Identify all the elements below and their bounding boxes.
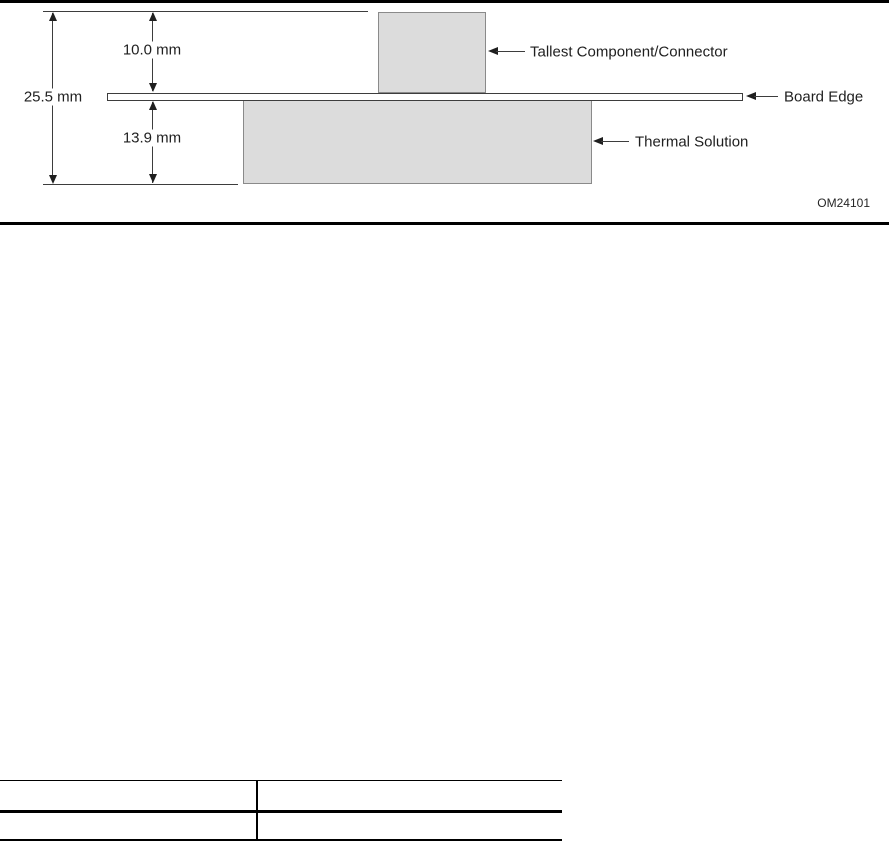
arrow-left-icon — [593, 137, 603, 145]
arrowhead-down-icon — [149, 174, 157, 183]
section-separator-rule — [0, 222, 889, 225]
thermal-clearance-diagram: 25.5 mm 10.0 mm 13.9 mm Tallest Componen… — [0, 0, 889, 230]
arrow-left-icon — [488, 47, 498, 55]
figure-code: OM24101 — [817, 196, 870, 210]
arrowhead-down-icon — [149, 83, 157, 92]
arrowhead-up-icon — [149, 12, 157, 21]
table-row-border — [0, 839, 562, 841]
arrowhead-up-icon — [149, 101, 157, 110]
dim-label-overall: 25.5 mm — [20, 88, 86, 106]
top-rule — [0, 0, 889, 3]
callout-thermal-label: Thermal Solution — [635, 133, 749, 151]
bottom-reference-line — [43, 184, 238, 185]
arrow-left-icon — [746, 92, 756, 100]
callout-board-edge-label: Board Edge — [784, 88, 864, 106]
callout-line-thermal — [601, 141, 629, 142]
callout-line-board-edge — [754, 96, 778, 97]
table-top-border — [0, 780, 562, 781]
table-header-rule — [0, 810, 562, 813]
arrowhead-up-icon — [49, 12, 57, 21]
table-column-divider — [256, 780, 258, 841]
callout-line-tallest — [496, 51, 525, 52]
dim-label-above-board: 10.0 mm — [119, 41, 185, 59]
thermal-solution-rect — [243, 100, 592, 184]
arrowhead-down-icon — [49, 175, 57, 184]
tallest-component-rect — [378, 12, 486, 93]
top-reference-line — [43, 11, 368, 12]
dim-label-below-board: 13.9 mm — [119, 129, 185, 147]
board-bar — [107, 93, 743, 101]
bottom-table-fragment — [0, 780, 562, 841]
callout-tallest-label: Tallest Component/Connector — [530, 43, 728, 61]
